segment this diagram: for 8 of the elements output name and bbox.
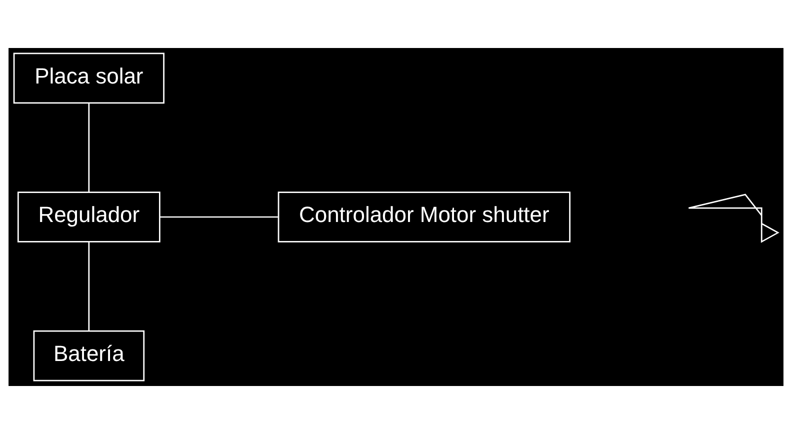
- node-box: Placa solar: [13, 52, 164, 104]
- node-box: Controlador Motor shutter: [278, 191, 570, 242]
- node-box: Regulador: [17, 191, 160, 242]
- connector: [160, 216, 278, 218]
- connector: [88, 241, 90, 330]
- node-arrow: [688, 193, 780, 242]
- connector: [88, 102, 90, 192]
- node-box: Batería: [33, 330, 145, 381]
